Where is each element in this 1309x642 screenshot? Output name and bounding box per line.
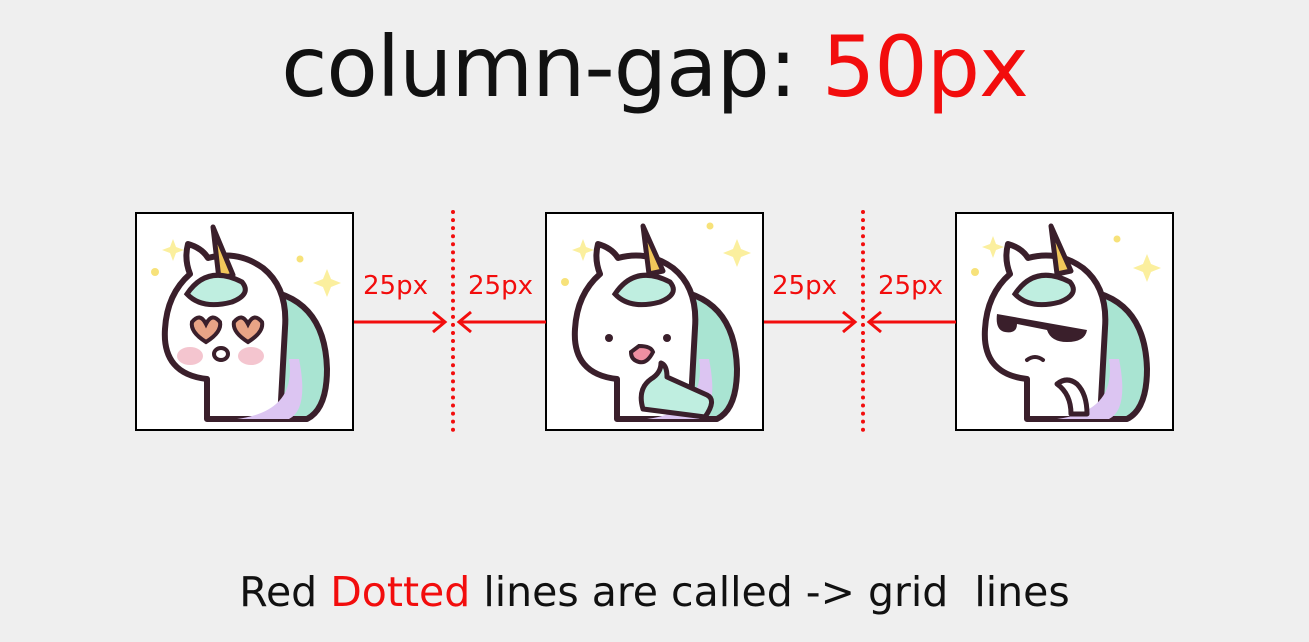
arrow-left-icon [456, 310, 546, 334]
gap-label-3: 25px [772, 271, 837, 301]
page-title: column-gap: 50px [0, 18, 1309, 116]
arrow-right-icon [764, 310, 858, 334]
grid-item-2 [545, 212, 764, 431]
caption-highlight: Dotted [330, 568, 471, 616]
gap-label-4: 25px [878, 271, 943, 301]
unicorn-thumbs-up-icon [561, 222, 751, 422]
arrow-left-icon [866, 310, 956, 334]
unicorn-heart-eyes-icon [151, 224, 341, 422]
caption: Red Dotted lines are called -> grid line… [0, 568, 1309, 616]
grid-line-1 [451, 210, 455, 432]
caption-part-2: lines are called -> grid lines [470, 568, 1070, 616]
arrow-right-icon [354, 310, 448, 334]
caption-part-1: Red [239, 568, 331, 616]
grid-item-3 [955, 212, 1174, 431]
gap-label-1: 25px [363, 271, 428, 301]
title-value: 50px [821, 18, 1029, 116]
gap-label-2: 25px [468, 271, 533, 301]
unicorn-sunglasses-icon [971, 223, 1161, 422]
title-prefix: column-gap: [281, 18, 822, 116]
grid-item-1 [135, 212, 354, 431]
grid-line-2 [861, 210, 865, 432]
